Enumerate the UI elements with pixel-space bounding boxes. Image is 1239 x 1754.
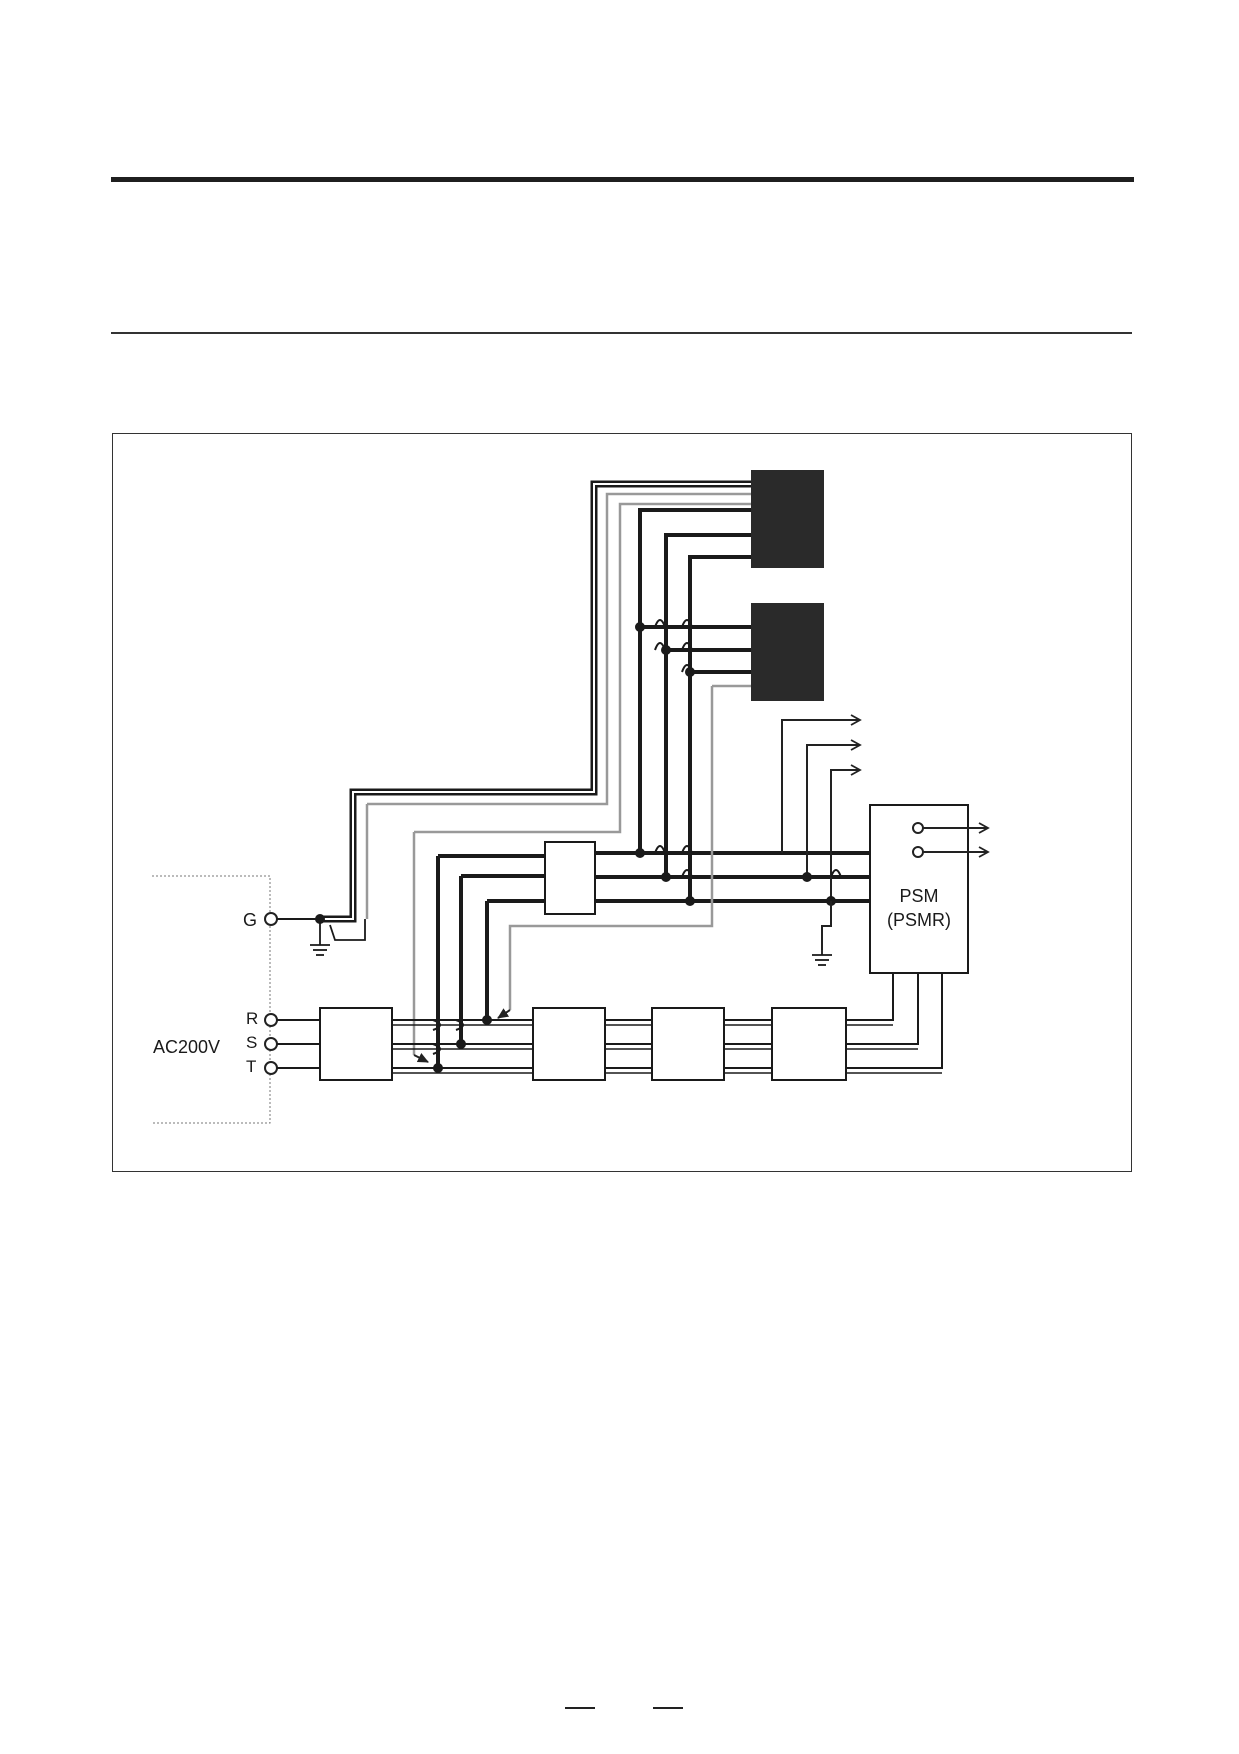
header-rule bbox=[111, 177, 1134, 182]
phase-r-label: R bbox=[246, 1009, 258, 1028]
circuit-breaker-box bbox=[319, 1007, 393, 1081]
crossover-loops bbox=[654, 619, 693, 878]
noise-filter-box bbox=[544, 841, 596, 915]
source-terminals bbox=[264, 912, 278, 1075]
section-rule bbox=[111, 332, 1132, 334]
phase-t-label: T bbox=[246, 1057, 256, 1076]
psm-output-terminals bbox=[912, 822, 990, 858]
servo-amplifier-block-upper bbox=[751, 470, 824, 568]
magnetic-contactor-box bbox=[532, 1007, 606, 1081]
psm-input-junctions bbox=[802, 869, 842, 950]
output-arrows bbox=[781, 714, 862, 901]
psm-label: PSM bbox=[899, 886, 938, 906]
cable-bundle bbox=[322, 480, 751, 923]
supply-voltage-label: AC200V bbox=[153, 1037, 220, 1057]
ground-symbol-left bbox=[310, 919, 366, 956]
filter-connections bbox=[436, 851, 870, 1066]
ground-terminal-label: G bbox=[243, 910, 257, 930]
junction-dots bbox=[315, 622, 695, 924]
ground-symbol-right bbox=[812, 950, 832, 966]
rst-double-lines bbox=[392, 1024, 942, 1074]
ac-reactor-box bbox=[651, 1007, 725, 1081]
phase-s-label: S bbox=[246, 1033, 257, 1052]
psmr-label: (PSMR) bbox=[887, 910, 951, 930]
page-number-marks bbox=[565, 1707, 685, 1711]
power-source-boundary bbox=[152, 875, 271, 1124]
servo-amplifier-block-lower bbox=[751, 603, 824, 701]
figure-frame bbox=[112, 433, 1132, 1172]
signal-lines bbox=[365, 684, 751, 1055]
rst-taps bbox=[413, 1008, 511, 1073]
line-filter-box bbox=[771, 1007, 847, 1081]
